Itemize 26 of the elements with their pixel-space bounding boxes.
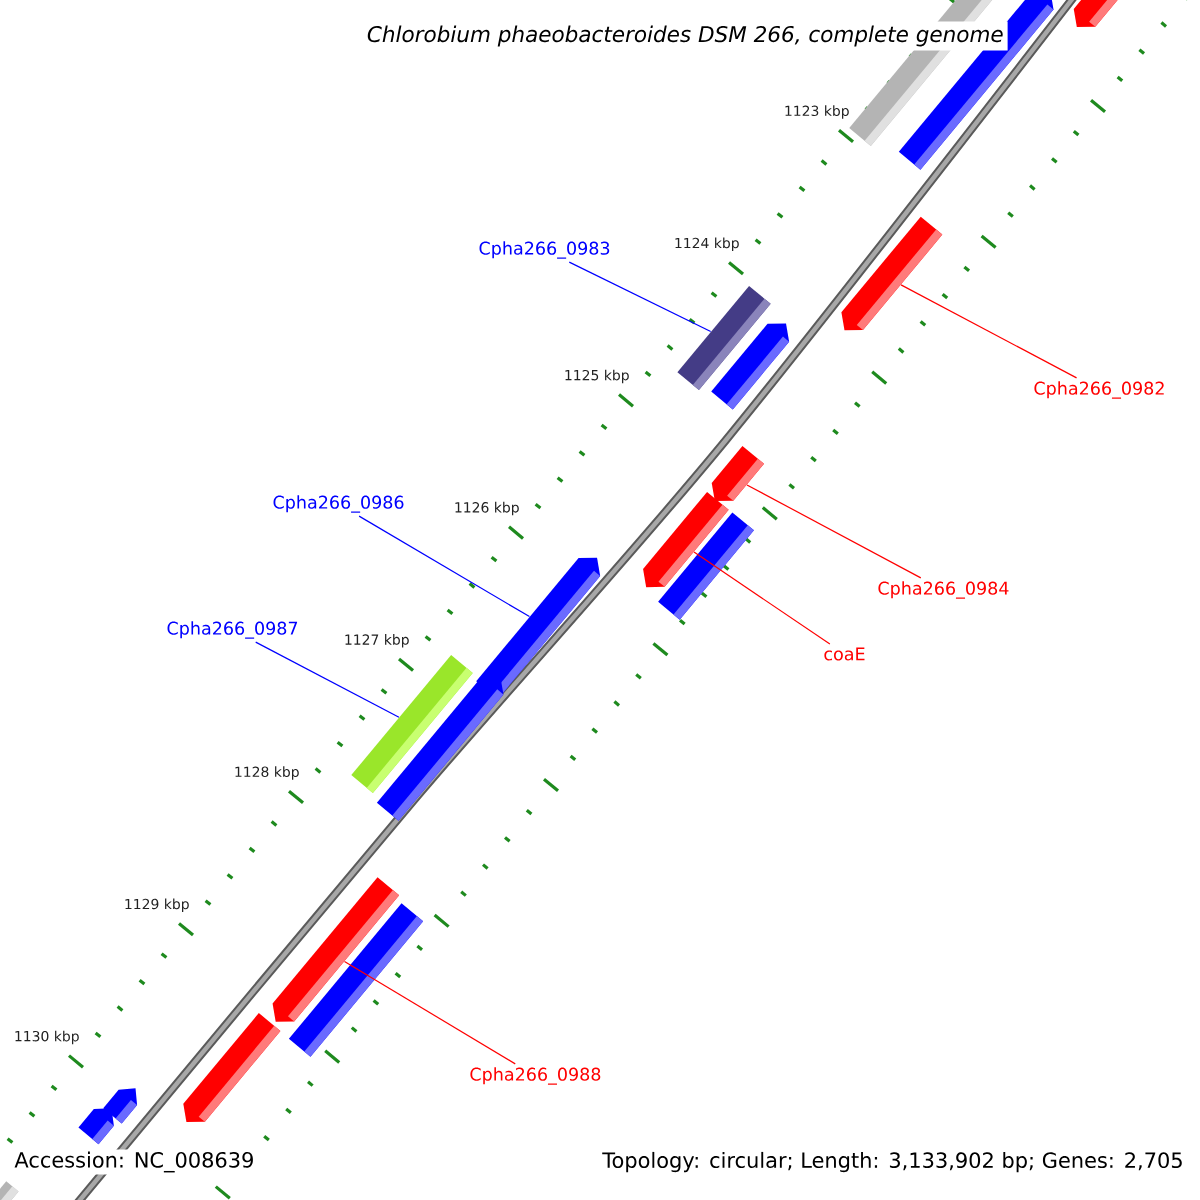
gene-label: Cpha266_0988 <box>470 1067 601 1085</box>
gene-label: Cpha266_0987 <box>167 621 298 639</box>
gene-feature <box>711 445 764 502</box>
leader-line <box>343 960 516 1065</box>
gene-feature <box>841 216 943 331</box>
leader-line <box>358 515 531 618</box>
gene-feature <box>658 512 754 620</box>
gene-label: coaE <box>824 647 865 661</box>
accession-label: Accession: NC_008639 <box>12 1149 257 1175</box>
gene-feature <box>288 903 424 1057</box>
gene-feature <box>183 1013 281 1123</box>
leader-line <box>693 551 831 645</box>
genome-info-label: Topology: circular; Length: 3,133,902 bp; Genes: 2,705 <box>598 1147 1188 1177</box>
gene-feature <box>78 1108 114 1145</box>
leader-line <box>255 641 400 718</box>
gene-feature <box>0 1181 19 1200</box>
gene-feature <box>711 323 790 410</box>
gene-label: Cpha266_0984 <box>878 581 1009 599</box>
gene-feature <box>376 676 504 821</box>
gene-label: Cpha266_0982 <box>1034 381 1164 399</box>
leader-line <box>900 284 1078 379</box>
gene-label: Cpha266_0983 <box>479 241 610 259</box>
gene-label: Cpha266_0986 <box>273 495 404 513</box>
leader-line <box>568 261 712 333</box>
leader-line <box>746 484 922 579</box>
title-text: Chlorobium phaeobacteroides DSM 266, complete genome <box>362 21 1008 51</box>
